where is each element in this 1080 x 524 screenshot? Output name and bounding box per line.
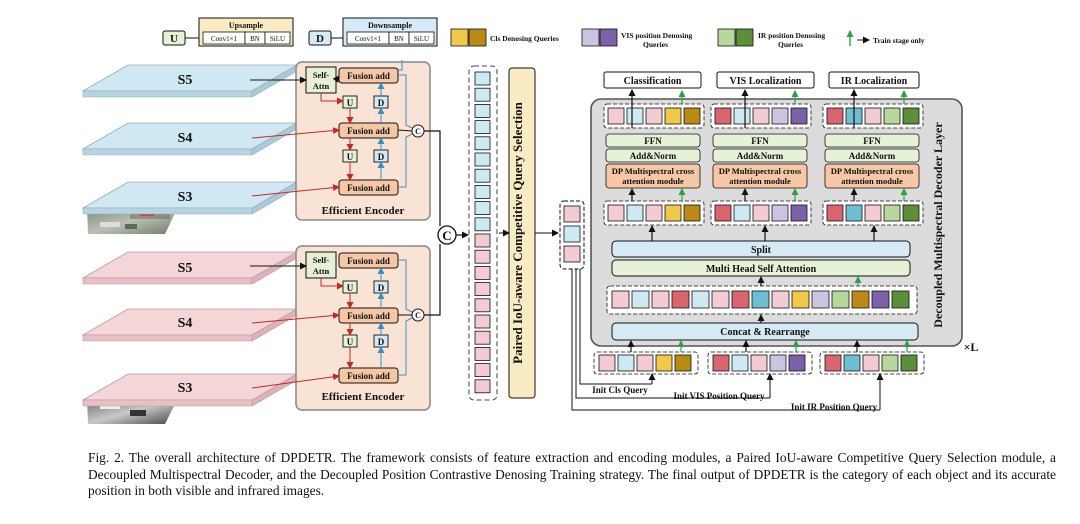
ir-queries-label-2: Queries: [778, 40, 803, 49]
ir-concat: C: [415, 311, 421, 320]
mhsa-label: Multi Head Self Attention: [706, 264, 817, 275]
dp-label-1-0: DP Multispectral cross: [612, 166, 695, 176]
legend-ir-queries: IR position Denosing Queries: [717, 28, 825, 49]
ir-queries-label-1: IR position Denosing: [758, 31, 825, 40]
vis-concat: C: [415, 127, 421, 136]
encoder-token-column: [468, 65, 498, 401]
downsample-title: Downsample: [368, 21, 412, 30]
upsample-letter: U: [170, 33, 178, 45]
vis-up-2: U: [347, 152, 354, 162]
ir-scale-s4: S4: [178, 316, 193, 331]
vis-self-attn-2: Attn: [313, 81, 330, 91]
vis-down-2: D: [378, 152, 385, 162]
downsample-silu: SiLU: [414, 35, 429, 43]
ir-fusion-1: Fusion add: [347, 256, 390, 266]
vis-scale-s5: S5: [178, 73, 193, 88]
vis-up-1: U: [347, 98, 354, 108]
vis-fusion-2: Fusion add: [347, 126, 390, 136]
ir-fusion-2: Fusion add: [347, 311, 390, 321]
vis-encoder-title: Efficient Encoder: [322, 205, 405, 217]
vis-self-attn-1: Self-: [313, 70, 330, 80]
figure-caption: Fig. 2. The overall architecture of DPDE…: [88, 450, 1056, 499]
decoder-layer-label: Decoupled Multispectral Decoder Layer: [931, 122, 945, 328]
repeat-label: ×L: [964, 340, 979, 354]
legend-vis-queries: VIS position Denosing Queries: [581, 28, 693, 49]
legend-downsample: D Downsample Conv1×1 BN SiLU: [308, 17, 438, 47]
ir-self-attn-2: Attn: [313, 266, 330, 276]
init-query-groups: [593, 340, 925, 375]
dp-label-1-1: DP Multispectral cross: [719, 166, 802, 176]
addnorm-label-1: Add&Norm: [737, 151, 784, 161]
addnorm-label-2: Add&Norm: [849, 151, 896, 161]
ir-scale-s5: S5: [178, 261, 193, 276]
split-label: Split: [751, 245, 772, 256]
vis-fusion-3: Fusion add: [347, 183, 390, 193]
ffn-label-1: FFN: [751, 136, 769, 146]
ir-encoder-title: Efficient Encoder: [322, 391, 405, 403]
ffn-label-2: FFN: [863, 136, 881, 146]
downsample-bn: BN: [394, 35, 404, 43]
ir-scale-s3: S3: [178, 381, 193, 396]
init-cls-label: Init Cls Query: [592, 385, 648, 395]
ir-up-2: U: [347, 337, 354, 347]
visible-encoder: Self- Attn Fusion add Fusion add Fusion …: [295, 60, 431, 221]
dp-label-2-2: attention module: [841, 176, 903, 186]
vis-scale-s3: S3: [178, 190, 193, 205]
vis-queries-label-2: Queries: [643, 40, 668, 49]
head-ir-localization: IR Localization: [841, 76, 908, 87]
init-ir-label: Init IR Position Query: [791, 402, 878, 412]
mixed-query-row: [606, 276, 918, 323]
legend-train-only: Train stage only: [846, 30, 925, 46]
dp-label-1-2: DP Multispectral cross: [831, 166, 914, 176]
ffn-label-0: FFN: [644, 136, 662, 146]
selected-queries: [559, 200, 585, 270]
dp-label-2-1: attention module: [729, 176, 791, 186]
legend-cls-queries: Cls Denosing Queries: [450, 28, 559, 47]
upsample-bn: BN: [250, 35, 260, 43]
downsample-conv: Conv1×1: [355, 35, 382, 43]
decoder-layer: Decoupled Multispectral Decoder Layer ×L…: [590, 71, 979, 354]
visible-backbone: S5 S4 S3: [81, 64, 299, 234]
train-only-label: Train stage only: [873, 36, 925, 45]
head-vis-localization: VIS Localization: [730, 76, 802, 87]
concat-rearrange-label: Concat & Rearrange: [720, 327, 810, 338]
downsample-letter: D: [316, 33, 324, 45]
upsample-title: Upsample: [229, 21, 264, 30]
ir-self-attn-1: Self-: [313, 255, 330, 265]
ir-fusion-3: Fusion add: [347, 371, 390, 381]
architecture-figure: U Upsample Conv1×1 BN SiLU D Downsample …: [81, 17, 979, 424]
legend-upsample: U Upsample Conv1×1 BN SiLU: [162, 17, 294, 47]
init-query-lines: Init Cls Query Init VIS Position Query I…: [571, 269, 884, 412]
upsample-silu: SiLU: [270, 35, 285, 43]
cls-queries-label: Cls Denosing Queries: [490, 34, 559, 43]
infrared-encoder: Self- Attn Fusion add Fusion add Fusion …: [295, 245, 431, 411]
architecture-diagram: U Upsample Conv1×1 BN SiLU D Downsample …: [81, 17, 979, 424]
upsample-conv: Conv1×1: [211, 35, 238, 43]
ir-up-1: U: [347, 283, 354, 293]
init-vis-label: Init VIS Position Query: [673, 391, 765, 401]
addnorm-label-0: Add&Norm: [630, 151, 677, 161]
infrared-backbone: S5 S4 S3: [81, 251, 299, 424]
legend: U Upsample Conv1×1 BN SiLU D Downsample …: [162, 17, 925, 49]
ir-down-1: D: [378, 283, 385, 293]
head-classification: Classification: [624, 76, 682, 87]
dp-label-2-0: attention module: [622, 176, 684, 186]
vis-down-1: D: [378, 98, 385, 108]
big-concat: C: [442, 228, 451, 243]
query-selection-label: Paired IoU-aware Competitive Query Selec…: [510, 101, 525, 363]
vis-queries-label-1: VIS position Denosing: [621, 31, 693, 40]
ir-down-2: D: [378, 337, 385, 347]
vis-fusion-1: Fusion add: [347, 71, 390, 81]
vis-scale-s4: S4: [178, 131, 193, 146]
